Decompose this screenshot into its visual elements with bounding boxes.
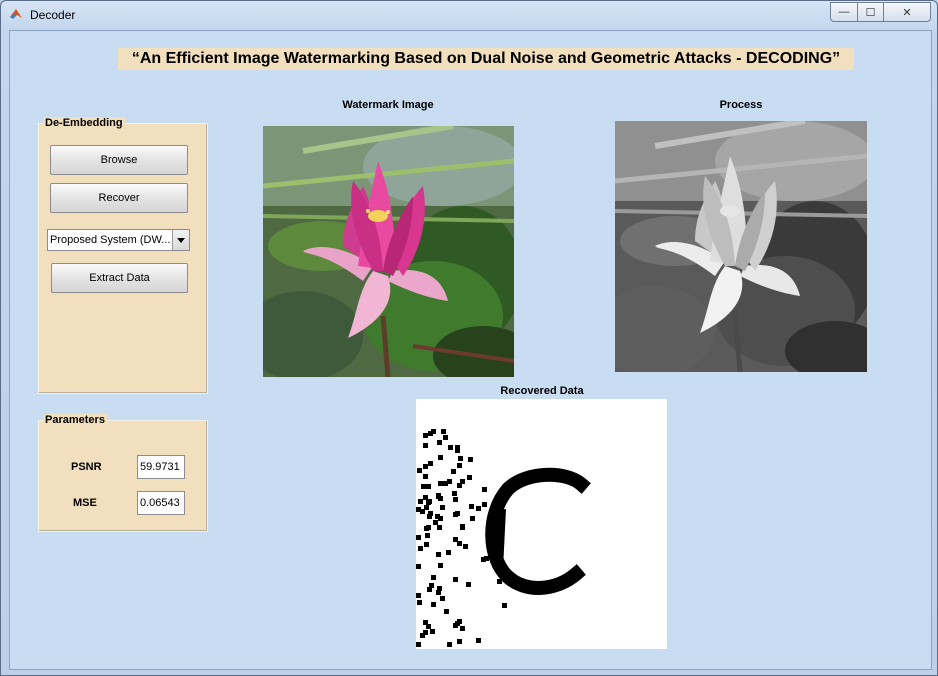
extract-data-button[interactable]: Extract Data bbox=[51, 263, 188, 293]
mse-label: MSE bbox=[73, 497, 97, 509]
method-select[interactable]: Proposed System (DW... bbox=[47, 229, 190, 251]
parameters-panel: Parameters PSNR 59.9731 MSE 0.06543 bbox=[38, 414, 208, 532]
process-image bbox=[615, 121, 867, 372]
title-bar: Decoder — ☐ ✕ bbox=[1, 1, 937, 27]
browse-button[interactable]: Browse bbox=[50, 145, 188, 175]
minimize-button[interactable]: — bbox=[830, 2, 858, 22]
psnr-field[interactable]: 59.9731 bbox=[137, 455, 185, 479]
process-title: Process bbox=[719, 99, 763, 111]
recover-button[interactable]: Recover bbox=[50, 183, 188, 213]
close-button[interactable]: ✕ bbox=[884, 2, 931, 22]
recovered-data-title: Recovered Data bbox=[500, 385, 584, 397]
method-select-value: Proposed System (DW... bbox=[50, 234, 171, 246]
de-embedding-title: De-Embedding bbox=[43, 117, 125, 129]
psnr-label: PSNR bbox=[71, 461, 102, 473]
parameters-title: Parameters bbox=[43, 414, 107, 426]
recovered-data-image bbox=[416, 399, 667, 649]
de-embedding-panel: De-Embedding Browse Recover Proposed Sys… bbox=[38, 117, 208, 394]
page-title: “An Efficient Image Watermarking Based o… bbox=[118, 48, 854, 70]
chevron-down-icon[interactable] bbox=[172, 230, 189, 250]
mse-field[interactable]: 0.06543 bbox=[137, 491, 185, 515]
maximize-button[interactable]: ☐ bbox=[858, 2, 884, 22]
watermark-image-title: Watermark Image bbox=[342, 99, 434, 111]
matlab-icon bbox=[10, 9, 22, 19]
watermark-image bbox=[263, 126, 514, 377]
window-title: Decoder bbox=[30, 8, 76, 22]
figure-client-area: “An Efficient Image Watermarking Based o… bbox=[9, 30, 932, 670]
